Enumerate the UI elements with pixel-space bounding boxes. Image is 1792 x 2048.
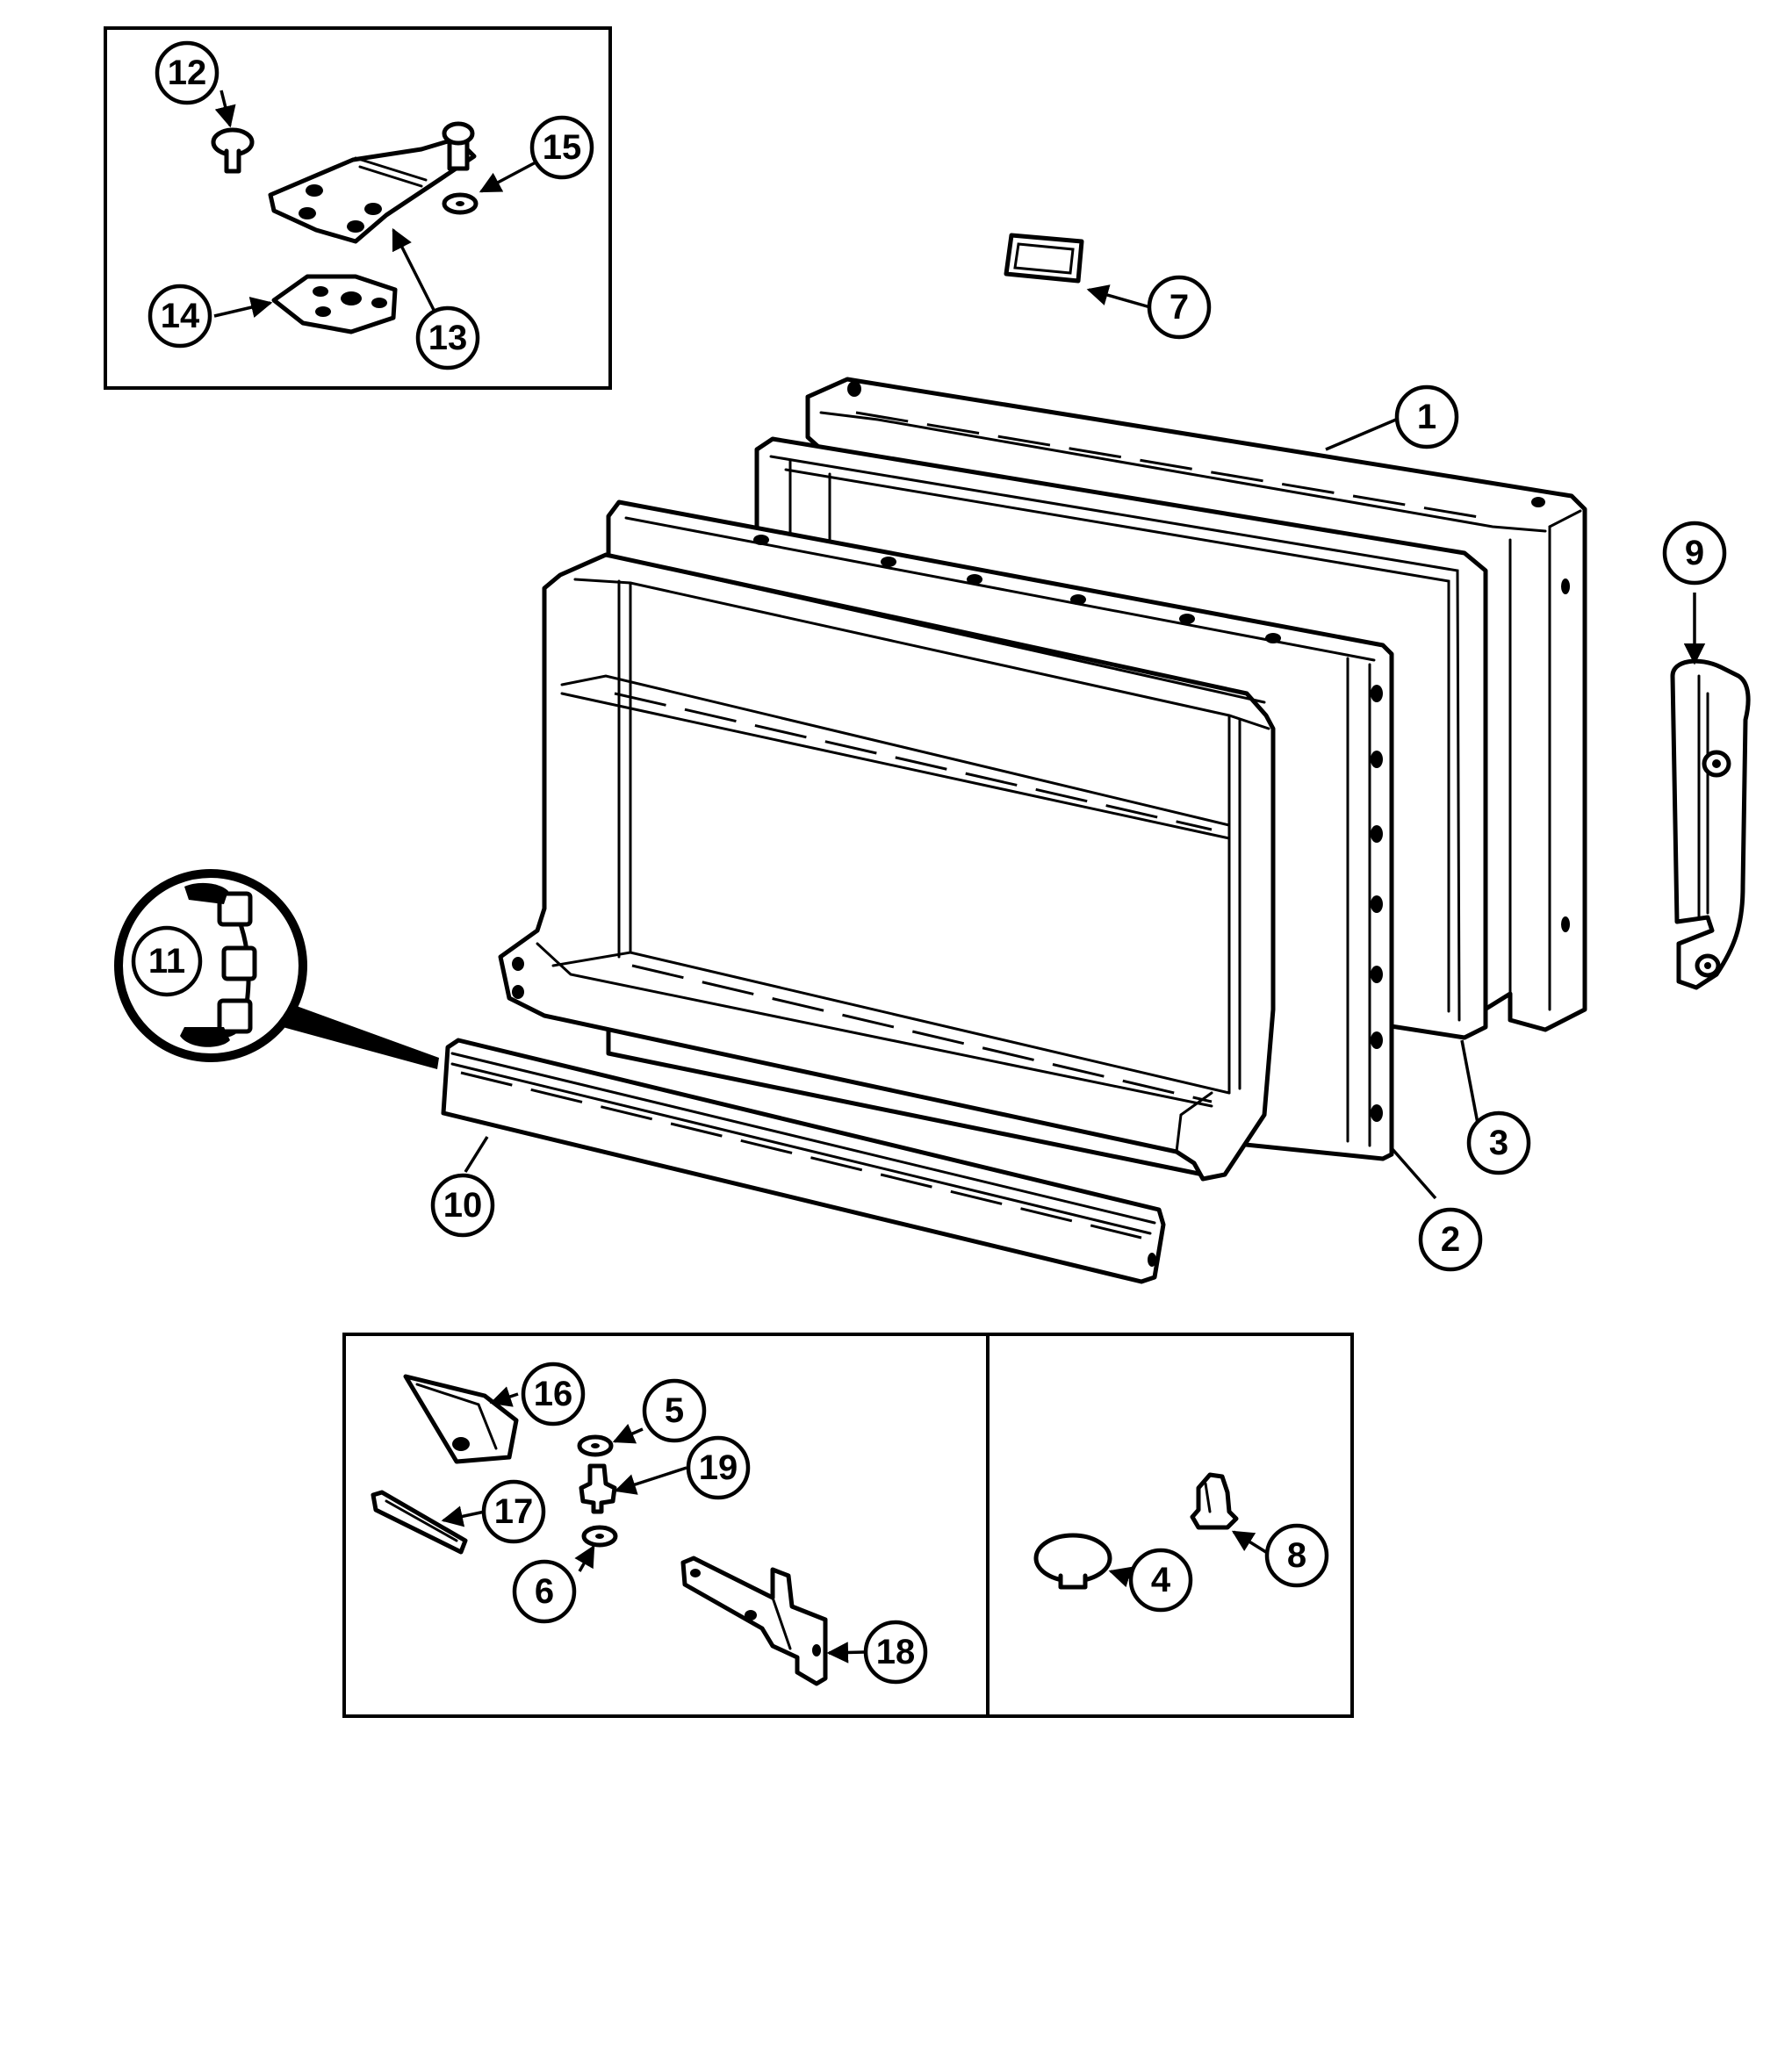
hinge-inset-frame [104,26,612,390]
callout-8-label: 8 [1287,1536,1306,1575]
callout-7: 7 [1147,275,1212,340]
callout-5: 5 [642,1378,707,1443]
callout-12-label: 12 [168,54,207,92]
callout-13: 13 [415,305,480,370]
callout-10-label: 10 [443,1186,483,1225]
plug-part-4 [1033,1533,1141,1590]
screw-part-12 [211,127,255,174]
callout-17-label: 17 [494,1492,534,1531]
callout-13-label: 13 [428,319,468,357]
door-handle-part-9 [1670,593,1751,990]
plate-part-14 [271,274,398,334]
callout-12: 12 [155,40,220,105]
callout-7-label: 7 [1169,288,1189,327]
callout-5-label: 5 [665,1391,684,1430]
callout-15: 15 [529,115,594,180]
callout-3-label: 3 [1489,1124,1508,1162]
pin-part-19 [579,1463,687,1514]
callout-9: 9 [1662,521,1727,586]
callout-2-label: 2 [1441,1220,1460,1259]
callout-19-label: 19 [699,1448,738,1487]
hardware-inset-frame [342,1333,1354,1718]
callout-2: 2 [1418,1207,1483,1272]
callout-1: 1 [1394,384,1459,449]
callout-16-label: 16 [534,1375,573,1413]
callout-19: 19 [686,1435,751,1500]
callout-1-label: 1 [1417,398,1436,436]
part-7-label-plate [1004,233,1151,309]
clip-part-8 [1190,1472,1270,1556]
callout-6: 6 [512,1559,577,1624]
callout-18-label: 18 [876,1633,916,1671]
callout-10: 10 [430,1173,495,1238]
callout-18: 18 [863,1620,928,1685]
callout-8: 8 [1264,1523,1329,1588]
callout-9-label: 9 [1685,534,1704,572]
callout-11-label: 11 [148,942,185,981]
callout-4-label: 4 [1151,1561,1171,1599]
washer-part-15 [442,192,479,215]
callout-3: 3 [1466,1110,1531,1175]
detail-magnifier-part-11 [114,869,439,1069]
hinge-inset [104,26,612,390]
callout-15-label: 15 [543,128,582,167]
callout-14-label: 14 [161,297,200,335]
callout-14: 14 [148,284,212,349]
latch-part-18 [680,1556,866,1686]
washer-part-5 [577,1423,644,1457]
callout-16: 16 [521,1362,586,1426]
washer-part-6 [574,1525,618,1572]
callout-6-label: 6 [535,1572,554,1611]
door-liner-bin [498,552,1276,1182]
callout-17: 17 [481,1479,546,1544]
strip-part-17 [371,1490,486,1555]
bracket-part-16 [403,1374,519,1464]
hinge-part-13 [268,121,477,244]
callout-4: 4 [1128,1548,1193,1613]
callout-11: 11 [131,925,203,997]
hardware-inset-left [342,1333,1354,1718]
handle-trim-part-10 [441,1038,1166,1284]
